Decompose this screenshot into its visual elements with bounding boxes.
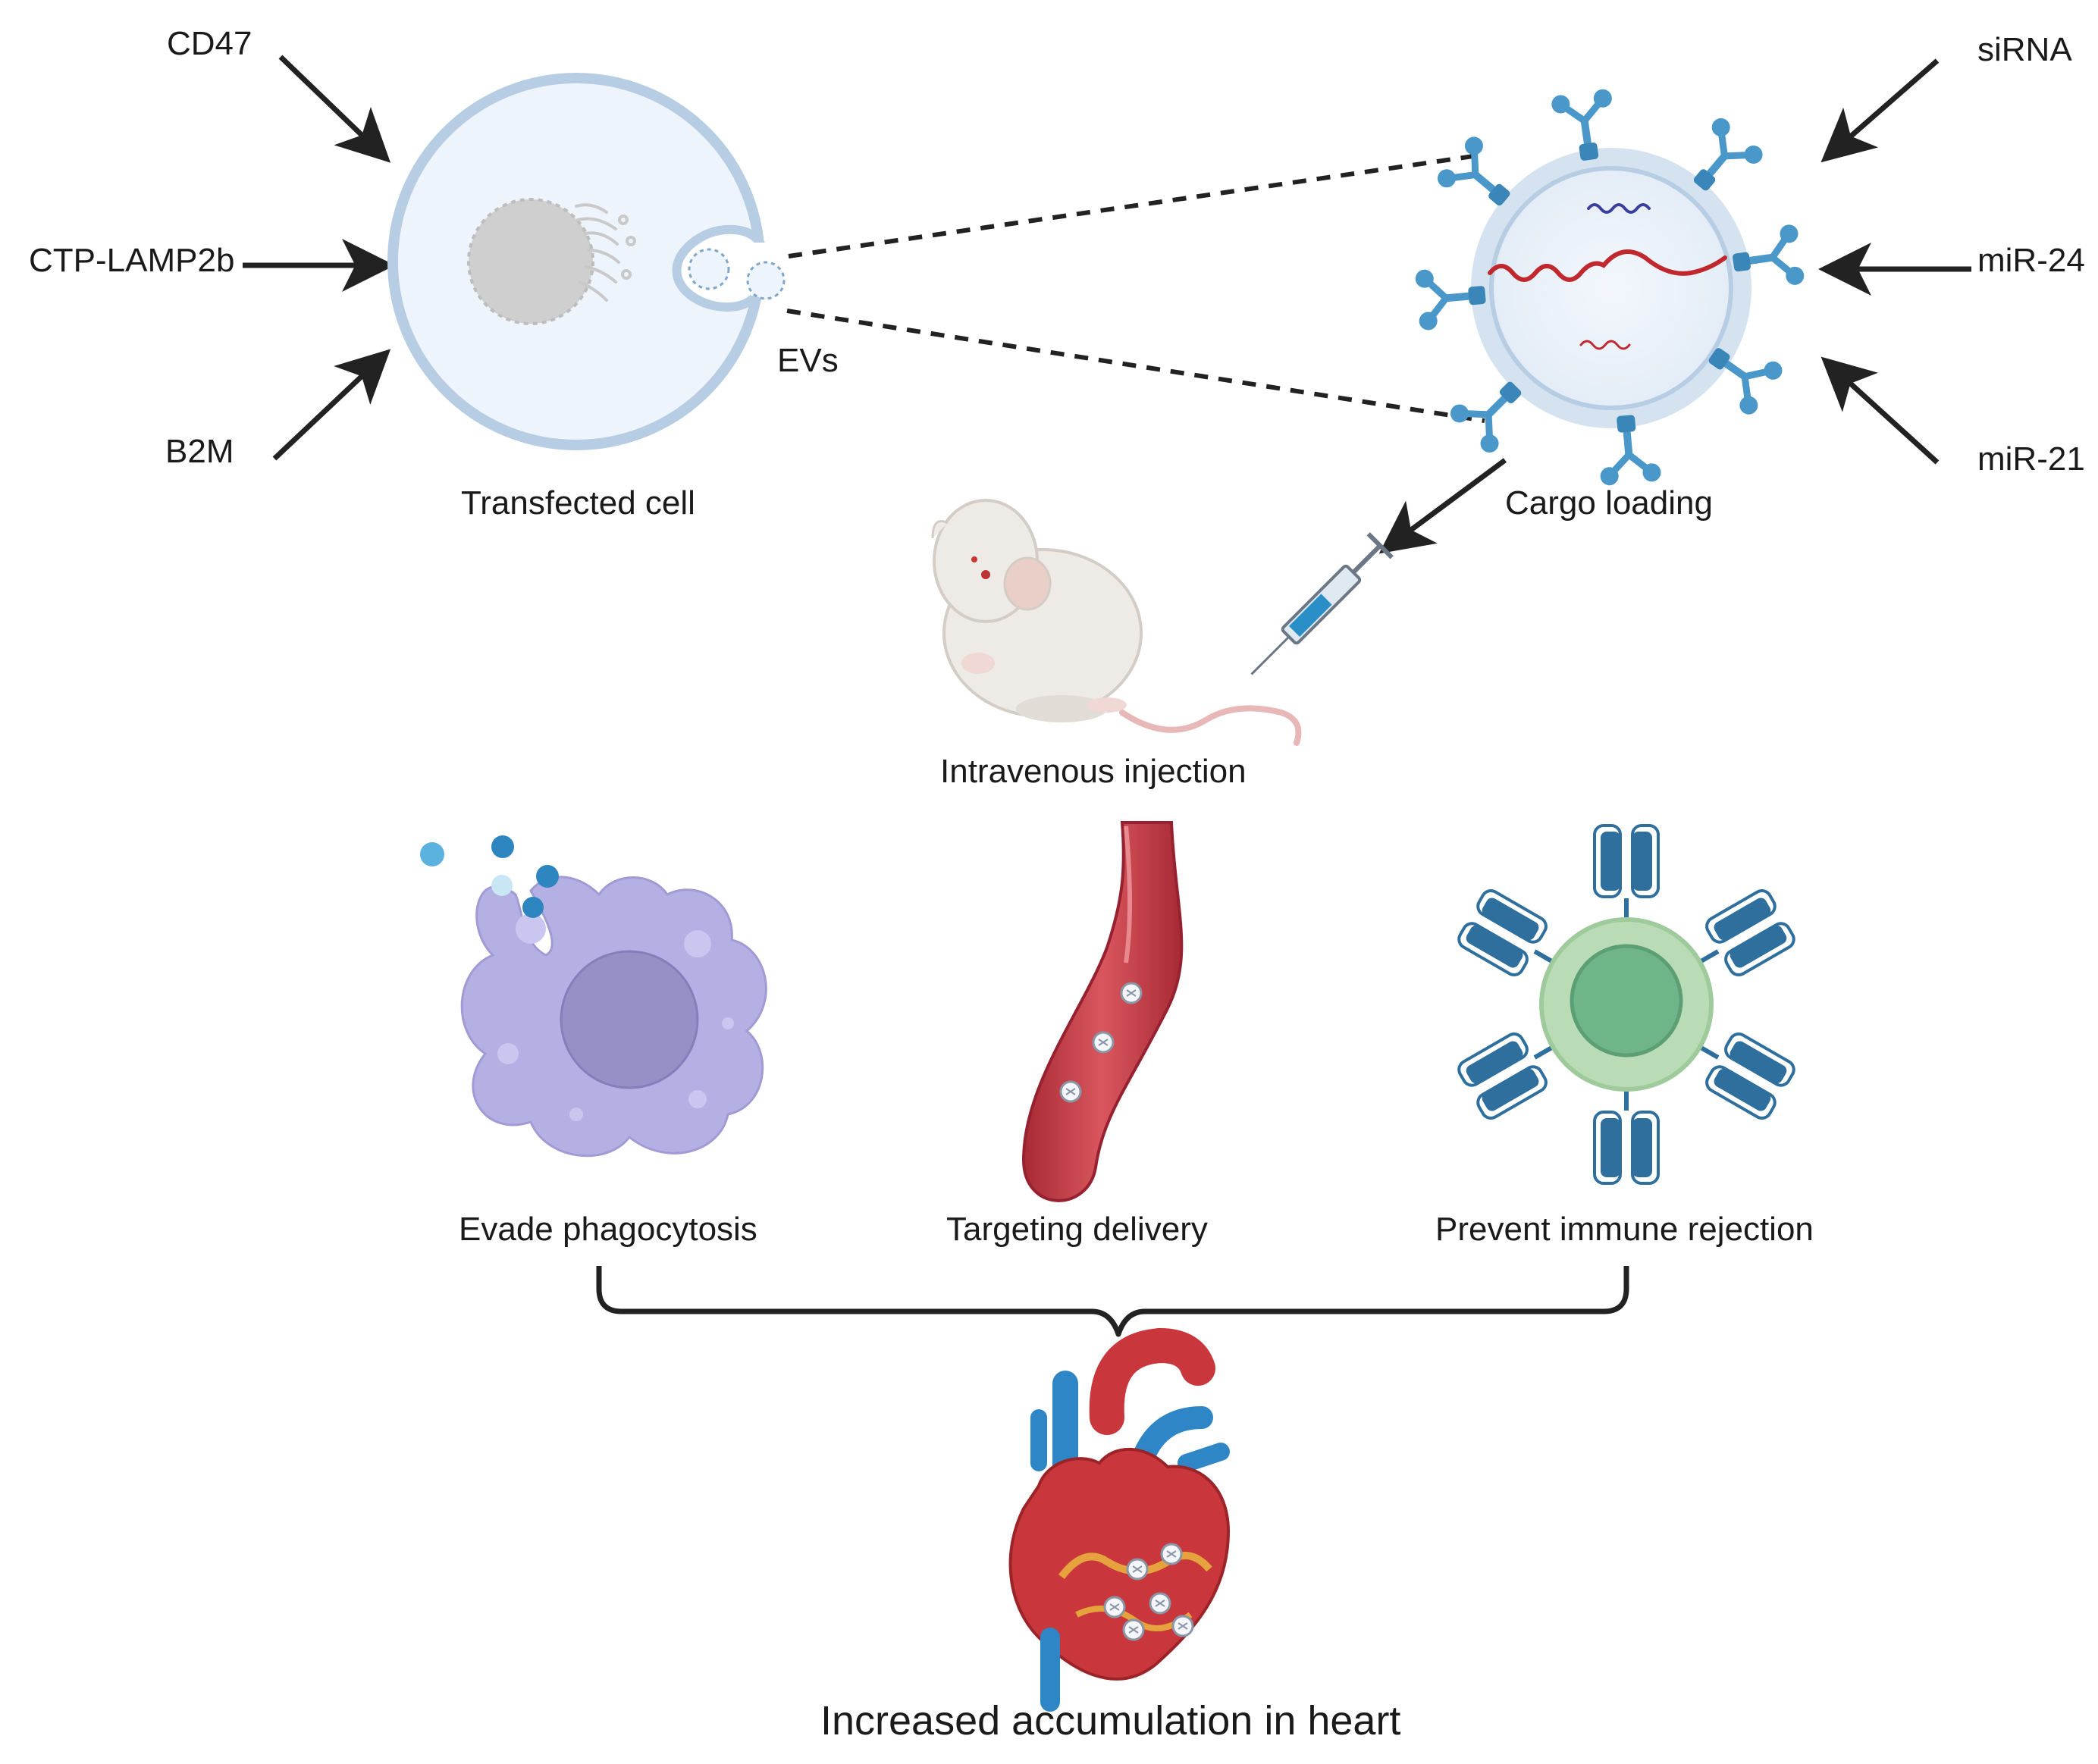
label-evade-phagocytosis: Evade phagocytosis <box>459 1211 757 1248</box>
arrow-mir21 <box>1820 356 1940 465</box>
label-mir24: miR-24 <box>1977 242 2085 279</box>
label-transfected-cell: Transfected cell <box>461 484 695 522</box>
label-mir21: miR-21 <box>1977 440 2085 478</box>
zoom-lines <box>786 153 1485 423</box>
macrophage-illustration <box>420 835 767 1158</box>
mouse-illustration <box>931 499 1302 746</box>
rna-strand-blue <box>1587 203 1651 214</box>
label-cargo-loading: Cargo loading <box>1505 484 1713 522</box>
label-increased-accumulation: Increased accumulation in heart <box>820 1698 1400 1744</box>
label-targeting-delivery: Targeting delivery <box>946 1211 1208 1248</box>
transfected-cell <box>387 73 786 450</box>
budding-evs <box>688 248 786 300</box>
label-evs: EVs <box>777 342 839 379</box>
syringe-icon <box>1250 532 1394 675</box>
input-arrows-right <box>1818 58 1971 465</box>
tcell-illustration <box>1456 826 1797 1183</box>
rna-strand-small <box>1579 340 1631 350</box>
grouping-brace <box>596 1266 1629 1337</box>
label-ctp-lamp2b: CTP-LAMP2b <box>29 242 234 279</box>
input-arrows-left <box>243 55 395 461</box>
arrow-cd47 <box>278 55 391 163</box>
arrow-sirna <box>1820 58 1940 163</box>
label-sirna: siRNA <box>1977 31 2072 68</box>
nucleus <box>467 198 594 325</box>
label-prevent-immune-rejection: Prevent immune rejection <box>1435 1211 1814 1248</box>
rna-strand-red <box>1488 249 1727 282</box>
heart-illustration <box>1008 1327 1231 1712</box>
label-intravenous-injection: Intravenous injection <box>940 753 1247 790</box>
golgi-er <box>575 203 636 302</box>
label-cd47: CD47 <box>167 25 252 62</box>
rna-cargo <box>1488 203 1727 350</box>
blood-vessel-illustration <box>1021 821 1184 1202</box>
arrow-to-injection <box>1378 458 1507 554</box>
arrow-b2m <box>272 349 391 461</box>
label-b2m: B2M <box>165 433 234 470</box>
engineered-ev <box>1415 88 1805 486</box>
